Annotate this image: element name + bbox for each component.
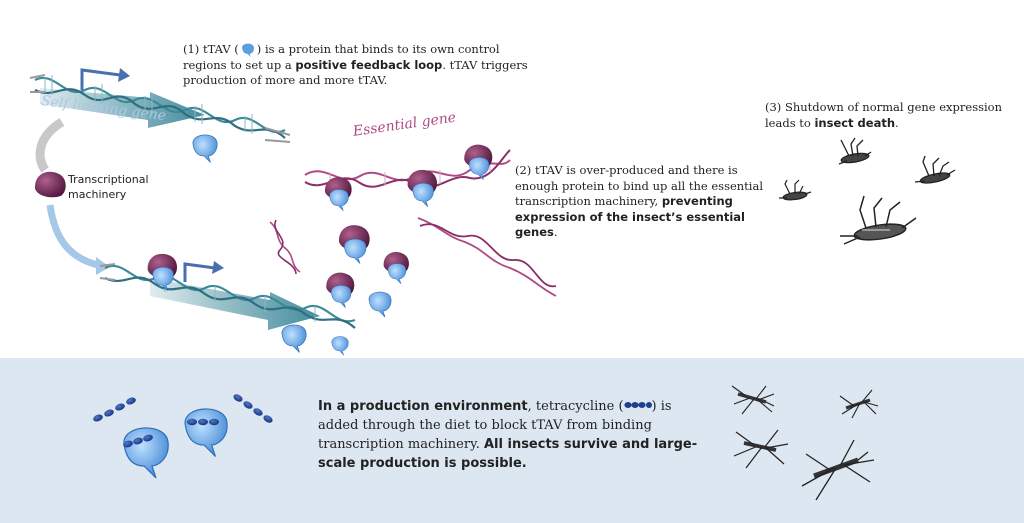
step2-text-a: (2) tTAV is over-produced and there is e… bbox=[515, 163, 764, 208]
mosquito-icon bbox=[733, 429, 789, 469]
promoter-arrowhead-lower bbox=[212, 261, 224, 274]
step2-text-b: . bbox=[553, 225, 558, 239]
production-text-b: ) is added through the diet to block tTA… bbox=[318, 399, 672, 452]
dead-mosquito-icon bbox=[838, 137, 872, 165]
tetracycline-icon bbox=[232, 392, 274, 425]
step1-text-c: . tTAV triggers production of more and m… bbox=[183, 57, 528, 88]
mosquito-icon bbox=[731, 385, 775, 415]
transcriptional-machinery-label: Transcriptional machinery bbox=[68, 173, 149, 201]
step1-caption: (1) tTAV () is a protein that binds to i… bbox=[183, 42, 528, 89]
ttav-protein-icon bbox=[241, 43, 254, 58]
step1-text-b: ) is a protein that binds to its own con… bbox=[183, 42, 500, 72]
step2-bold: preventing expression of the insect’s es… bbox=[515, 194, 745, 239]
step3-bold: insect death bbox=[814, 115, 896, 130]
ttav-tetracycline-complex bbox=[184, 408, 228, 458]
ttav-protein-icon bbox=[192, 134, 218, 163]
bound-machinery-ttav bbox=[339, 225, 370, 263]
feedback-arrow-grey bbox=[35, 118, 65, 173]
step1-text-a: (1) tTAV ( bbox=[183, 42, 239, 56]
promoter-arrow-icon-lower bbox=[183, 262, 216, 282]
dead-mosquito-icon bbox=[779, 179, 812, 201]
production-caption: In a production environment, tetracyclin… bbox=[318, 397, 698, 473]
self-limiting-gene-dna-lower bbox=[99, 263, 356, 330]
bound-machinery-ttav bbox=[384, 252, 409, 284]
step1-bold: positive feedback loop bbox=[295, 57, 443, 72]
bound-machinery-ttav bbox=[408, 170, 437, 207]
ttav-protein-icon bbox=[368, 291, 392, 318]
promoter-arrowhead bbox=[118, 68, 130, 82]
promoter-arrow-icon bbox=[80, 68, 121, 90]
mosquito-icon bbox=[839, 389, 879, 419]
ttav-protein-icon bbox=[281, 324, 307, 353]
step3-caption: (3) Shutdown of normal gene expression l… bbox=[765, 100, 1005, 131]
production-text-a: , tetracycline ( bbox=[527, 399, 624, 414]
essential-gene-dna-right bbox=[417, 217, 557, 297]
step3-text-b: . bbox=[895, 115, 899, 130]
ttav-protein-icon bbox=[331, 336, 349, 356]
bound-machinery-ttav bbox=[326, 273, 354, 308]
production-bold-b: All insects survive and large-scale prod… bbox=[318, 437, 698, 471]
dead-mosquito-icon bbox=[840, 195, 917, 245]
bound-machinery-ttav bbox=[325, 177, 352, 210]
tetracycline-icon bbox=[92, 396, 137, 423]
self-limiting-gene-dna bbox=[29, 74, 291, 143]
transcriptional-machinery-icon bbox=[34, 171, 66, 198]
ttav-tetracycline-complex bbox=[122, 427, 169, 479]
step2-caption: (2) tTAV is over-produced and there is e… bbox=[515, 163, 765, 241]
tetracycline-icon bbox=[623, 402, 652, 408]
small-dna-helix-left bbox=[269, 219, 301, 275]
production-bold-a: In a production environment bbox=[318, 399, 528, 414]
feedback-arrow-blue bbox=[46, 204, 99, 269]
step3-text-a: (3) Shutdown of normal gene expression l… bbox=[765, 100, 1003, 130]
mosquito-icon bbox=[801, 439, 875, 501]
dead-mosquito-icon bbox=[914, 155, 956, 184]
